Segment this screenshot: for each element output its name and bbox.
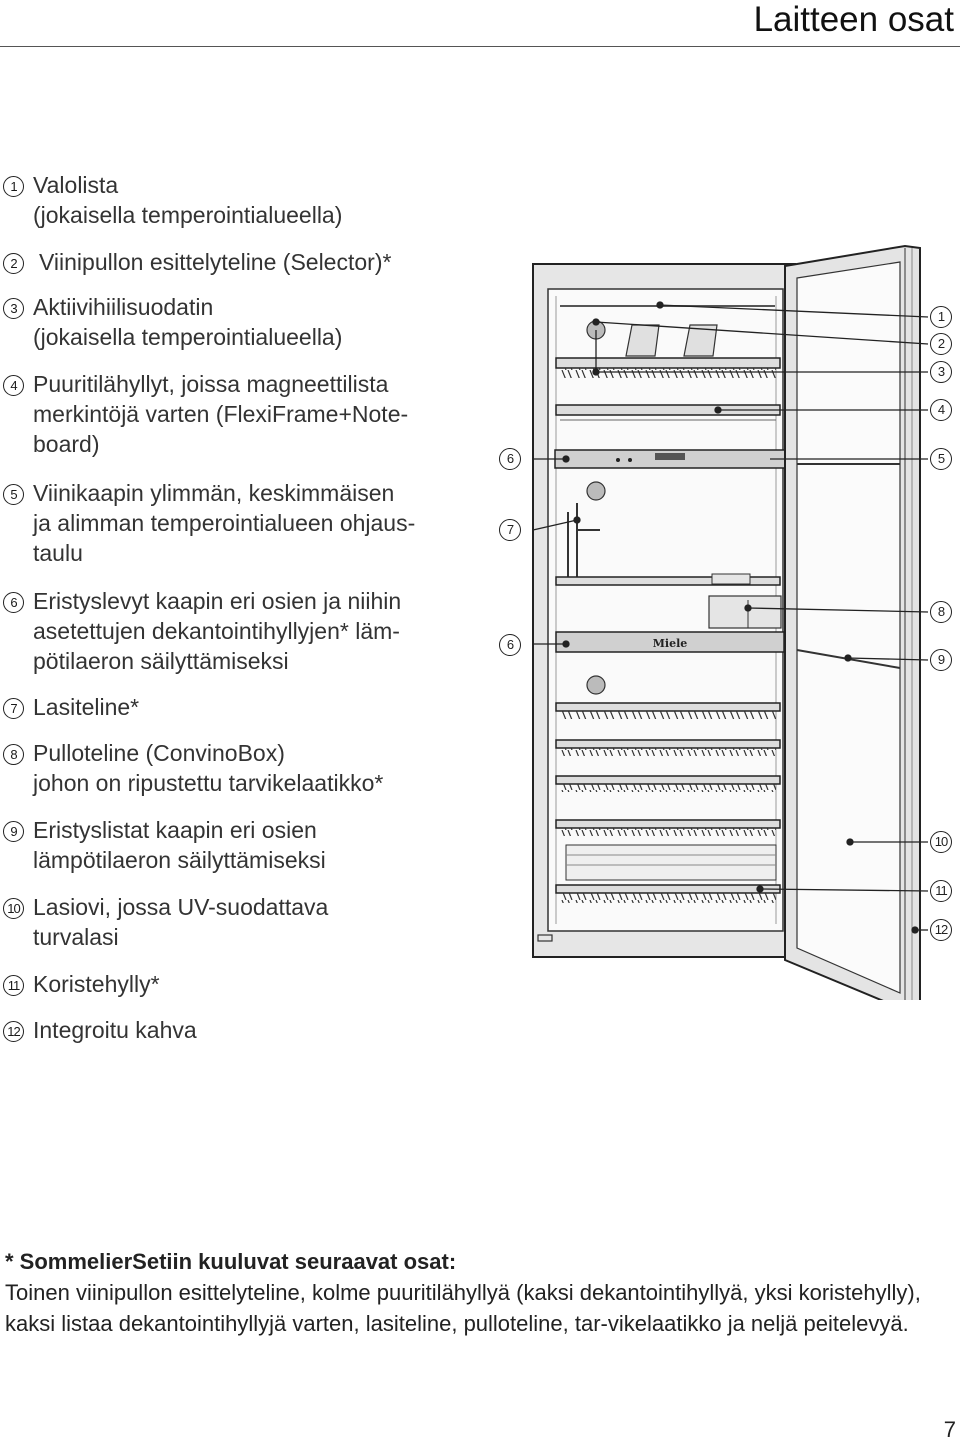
callout-10: 10 bbox=[930, 831, 952, 853]
part-label: Pulloteline (ConvinoBox) johon on ripust… bbox=[33, 740, 384, 796]
wine-cabinet-illustration: Miele bbox=[532, 244, 929, 1011]
brand-logo: Miele bbox=[653, 637, 688, 650]
part-number: 1 bbox=[3, 176, 24, 197]
callout-7: 7 bbox=[499, 519, 521, 541]
part-label: Viinipullon esittelyteline (Selector)* bbox=[39, 249, 392, 275]
part-label: Eristyslistat kaapin eri osien lämpötila… bbox=[33, 817, 326, 873]
part-number: 9 bbox=[3, 821, 24, 842]
part-label: Viinikaapin ylimmän, keskimmäisen ja ali… bbox=[33, 480, 416, 566]
page-number: 7 bbox=[943, 1417, 956, 1442]
callout-2: 2 bbox=[930, 333, 952, 355]
page-title: Laitteen osat bbox=[753, 0, 954, 39]
callout-8: 8 bbox=[930, 601, 952, 623]
callout-1: 1 bbox=[930, 306, 952, 328]
page-header: Laitteen osat bbox=[0, 0, 960, 48]
part-label: Puuritilähyllyt, joissa magneettilista m… bbox=[33, 371, 409, 457]
part-number: 10 bbox=[3, 898, 24, 919]
part-label: Valolista (jokaisella temperointialueell… bbox=[33, 172, 343, 228]
wine-cabinet-diagram: Miele bbox=[499, 244, 952, 1011]
callout-9: 9 bbox=[930, 649, 952, 671]
part-label: Lasiteline* bbox=[33, 694, 140, 720]
part-label: Eristyslevyt kaapin eri osien ja niihin … bbox=[33, 588, 402, 674]
footnote-text: Toinen viinipullon esittelyteline, kolme… bbox=[5, 1280, 921, 1336]
callout-5: 5 bbox=[930, 448, 952, 470]
part-label: Aktiivihiilisuodatin (jokaisella tempero… bbox=[33, 294, 343, 350]
part-number: 8 bbox=[3, 744, 24, 765]
part-number: 2 bbox=[3, 253, 24, 274]
part-number: 6 bbox=[3, 592, 24, 613]
callout-6-bottom: 6 bbox=[499, 634, 521, 656]
callout-4: 4 bbox=[930, 399, 952, 421]
part-label: Integroitu kahva bbox=[33, 1017, 197, 1043]
footnote-title: * SommelierSetiin kuuluvat seuraavat osa… bbox=[5, 1249, 457, 1274]
part-label: Lasiovi, jossa UV-suodattava turvalasi bbox=[33, 894, 329, 950]
callout-3: 3 bbox=[930, 361, 952, 383]
callout-12: 12 bbox=[930, 919, 952, 941]
part-number: 5 bbox=[3, 484, 24, 505]
part-number: 11 bbox=[3, 975, 24, 996]
part-number: 4 bbox=[3, 375, 24, 396]
header-rule bbox=[0, 46, 960, 47]
part-number: 12 bbox=[3, 1021, 24, 1042]
part-number: 7 bbox=[3, 698, 24, 719]
part-number: 3 bbox=[3, 298, 24, 319]
callout-11: 11 bbox=[930, 880, 952, 902]
callout-6-top: 6 bbox=[499, 448, 521, 470]
part-label: Koristehylly* bbox=[33, 971, 160, 997]
footnote: * SommelierSetiin kuuluvat seuraavat osa… bbox=[5, 1246, 935, 1339]
